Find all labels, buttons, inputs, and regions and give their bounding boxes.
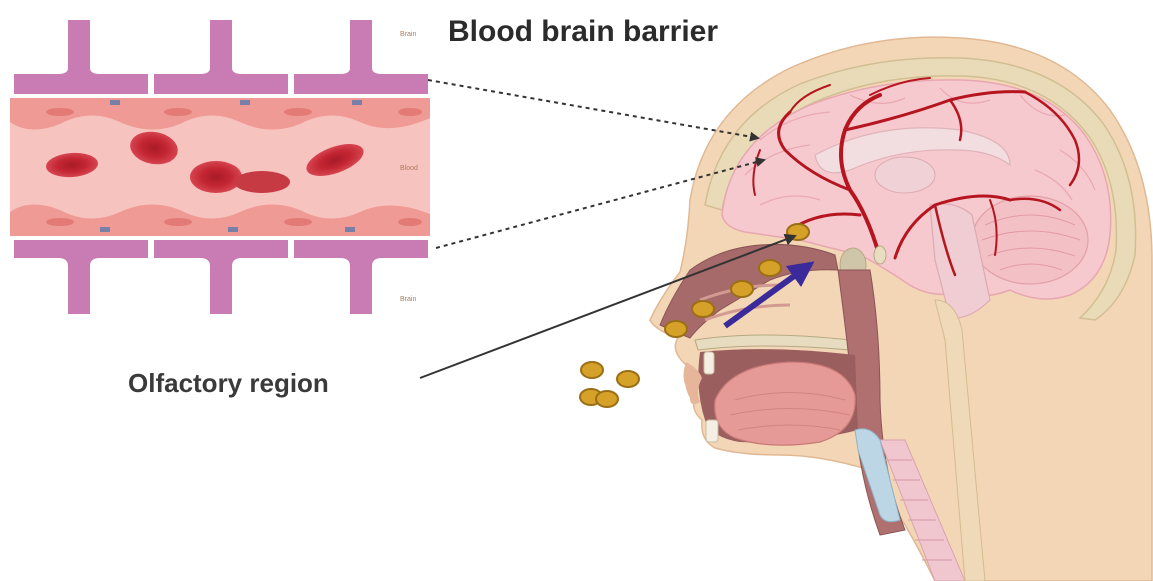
particle-outside-1 (581, 362, 603, 378)
bbb-inset: Brain Blood Brain (10, 20, 430, 314)
cerebellum (972, 196, 1088, 284)
particle-nasal-4 (665, 321, 687, 337)
top-endfeet (14, 20, 428, 94)
particle-nasal-3 (692, 301, 714, 317)
thalamus (875, 157, 935, 193)
particle-outside-4 (596, 391, 618, 407)
label-blood: Blood (400, 165, 418, 172)
head-section (650, 37, 1152, 581)
bottom-endfeet (14, 240, 428, 314)
particle-nasal-1 (759, 260, 781, 276)
label-brain-top: Brain (400, 31, 416, 38)
diagram-title: Blood brain barrier (448, 15, 718, 48)
lower-teeth (706, 420, 718, 442)
dashed-arrow-top (428, 80, 758, 138)
particle-outside-2 (617, 371, 639, 387)
upper-teeth (704, 352, 714, 374)
label-brain-bottom: Brain (400, 296, 416, 303)
sinus-2 (874, 246, 886, 264)
particle-nasal-2 (731, 281, 753, 297)
olfactory-region-label: Olfactory region (128, 368, 329, 398)
